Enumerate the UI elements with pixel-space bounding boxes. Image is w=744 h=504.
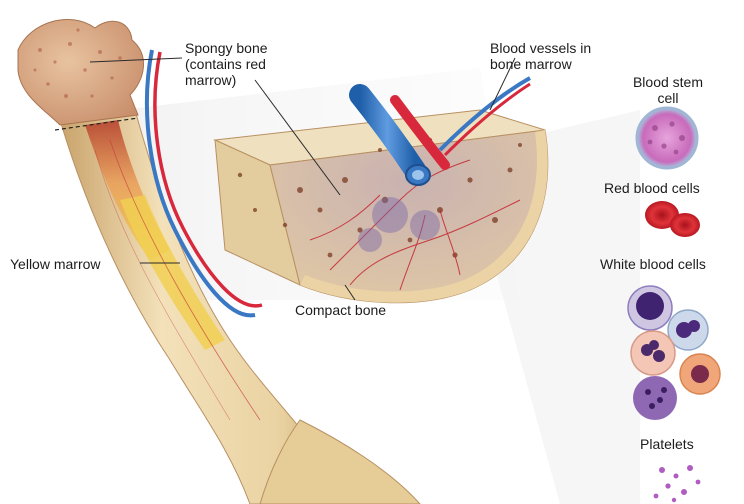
red-blood-cell-icon [645,201,700,237]
label-spongy-bone: Spongy bone (contains red marrow) [185,40,268,88]
label-red-blood-cells: Red blood cells [604,180,700,196]
platelets-icon [654,465,701,502]
label-compact-bone: Compact bone [295,302,386,318]
label-blood-vessels: Blood vessels in bone marrow [490,40,591,72]
blood-stem-cell-icon [637,108,697,168]
white-blood-cell-icon [628,286,720,420]
label-white-blood-cells: White blood cells [600,256,706,272]
label-yellow-marrow: Yellow marrow [10,256,101,272]
label-platelets: Platelets [640,436,694,452]
label-blood-stem-cell: Blood stem cell [620,74,716,106]
